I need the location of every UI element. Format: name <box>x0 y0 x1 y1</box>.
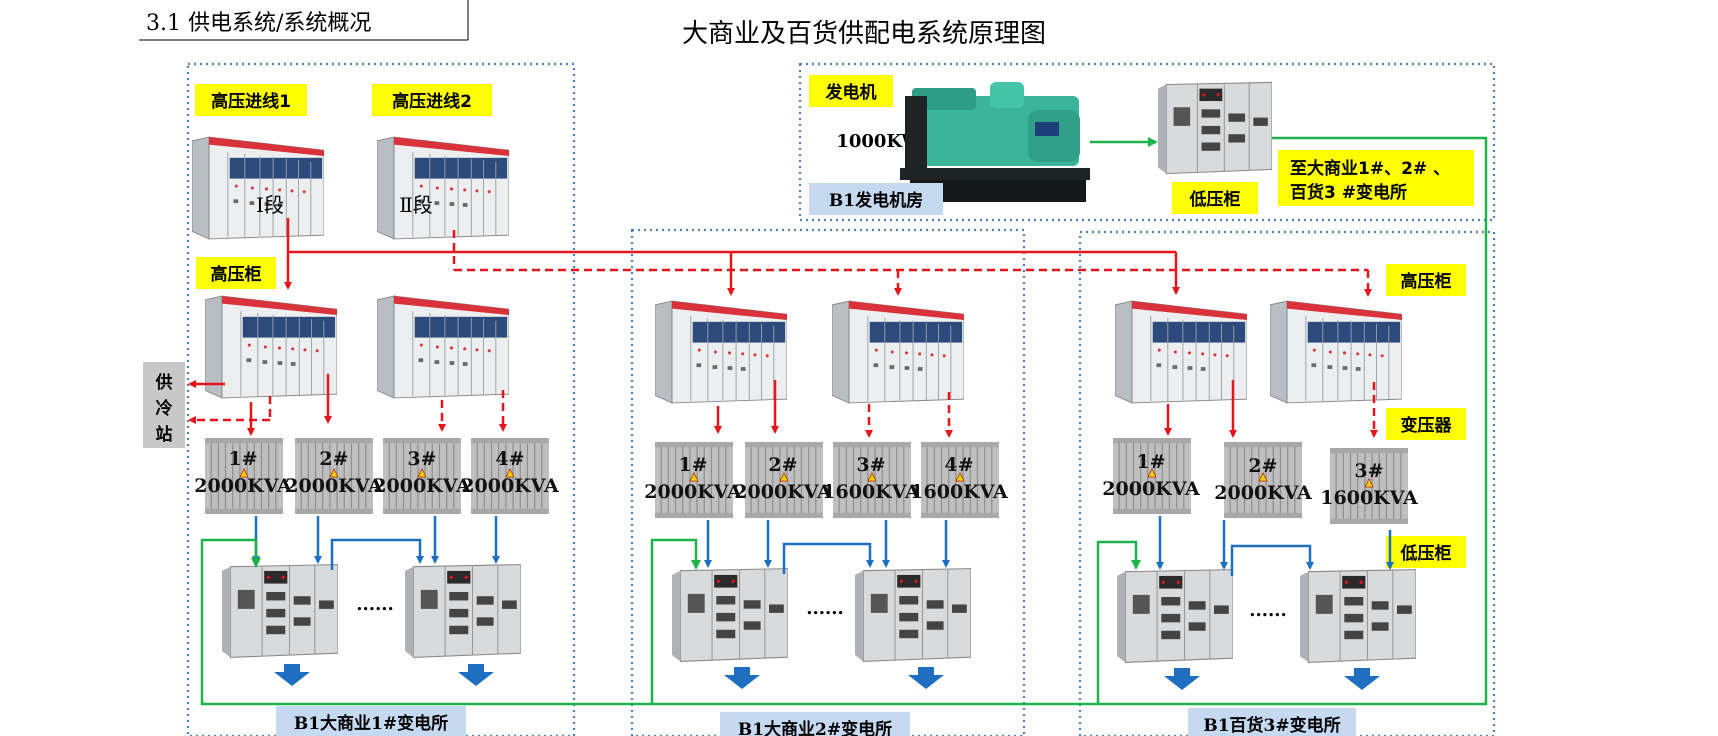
enclosure-gen <box>798 62 1496 222</box>
cooling-station-label-3: 站 <box>156 424 173 445</box>
transformer-number: 2# <box>1248 455 1277 477</box>
hv-cabinet-label: 高压柜 <box>211 264 262 285</box>
transformer-capacity: 2000KVA <box>734 481 832 503</box>
transformer-capacity: 2000KVA <box>1214 482 1312 504</box>
outgoing-arrow-icon <box>458 664 494 686</box>
transformer-capacity: 2000KVA <box>373 475 471 497</box>
generator-label: 发电机 <box>825 82 877 103</box>
generator-lv-label: 低压柜 <box>1189 189 1241 210</box>
sub1-ellipsis: ...... <box>356 594 394 615</box>
enclosure-sub1 <box>186 62 576 736</box>
sub2-ellipsis: ...... <box>806 598 844 619</box>
transformer-capacity: 2000KVA <box>644 481 742 503</box>
transformer-number: 3# <box>856 454 885 476</box>
outgoing-arrow-icon <box>908 667 944 689</box>
hv-incoming-1-label: 高压进线1 <box>211 91 291 112</box>
transformer-label-bg <box>1386 408 1466 440</box>
sub2-hv-cabinet-a <box>655 300 787 404</box>
sub1-label: B1大商业1#变电所 <box>294 713 448 734</box>
generator-room-label: B1发电机房 <box>829 190 923 211</box>
generator-lv-cabinet <box>1158 81 1272 175</box>
sub3-lv-cabinet-label-bg <box>1386 536 1466 568</box>
generator-room-label-bg <box>809 183 943 215</box>
sub2-label: B1大商业2#变电所 <box>738 719 892 736</box>
section-heading: 3.1 供电系统/系统概况 <box>146 11 371 36</box>
generator-feeder-lines <box>200 136 1488 706</box>
sub3-label: B1百货3#变电所 <box>1203 715 1340 736</box>
transformer-number: 1# <box>1136 451 1165 473</box>
sub3-lv-cabinet-a <box>1117 569 1233 663</box>
transformer-icon <box>1113 437 1191 515</box>
hv-incoming-2-label: 高压进线2 <box>392 91 472 112</box>
sub1-hv-cabinet-a <box>205 295 337 399</box>
transformer-number: 1# <box>678 454 707 476</box>
generator-lv-label-bg <box>1172 182 1258 214</box>
hv-incoming-2-label-bg <box>372 84 492 116</box>
sub2-hv-cabinet-b <box>832 300 964 404</box>
sub1-hv-cabinet-b <box>377 295 509 399</box>
transformer-number: 4# <box>495 448 524 470</box>
sub3-ellipsis: ...... <box>1249 600 1287 621</box>
transformer-capacity: 2000KVA <box>285 475 383 497</box>
transformer-capacity: 2000KVA <box>461 475 559 497</box>
to-substations-line-2: 百货3 #变电所 <box>1290 182 1407 203</box>
sub1-lv-cabinet-a <box>222 564 338 658</box>
transformer-capacity: 2000KVA <box>1102 478 1200 500</box>
sub3-transformers: 1# 2000KVA 2# 2000KVA 3# 1600KVA <box>1102 437 1418 525</box>
enclosure-sub3 <box>1078 230 1496 736</box>
sub2-lv-cabinet-b <box>855 568 971 662</box>
outgoing-arrow-icon <box>724 667 760 689</box>
transformer-label: 变压器 <box>1401 415 1453 436</box>
hv-incoming-cabinet-2 <box>377 136 509 240</box>
sub3-lv-cabinet-label: 低压柜 <box>1400 543 1452 564</box>
sub3-lv-cabinet-b <box>1300 569 1416 663</box>
transformer-capacity: 2000KVA <box>194 475 292 497</box>
transformer-number: 4# <box>944 454 973 476</box>
cooling-station-box <box>143 362 185 448</box>
outgoing-arrow-icon <box>1164 668 1200 690</box>
transformer-number: 1# <box>228 448 257 470</box>
transformer-number: 3# <box>407 448 436 470</box>
sub3-hv-cabinet-label-bg <box>1386 264 1466 296</box>
cooling-station-label-2: 冷 <box>156 398 173 419</box>
transformer-capacity: 1600KVA <box>822 481 920 503</box>
generator-power: 1000KW <box>836 131 922 152</box>
transformer-icon <box>1224 441 1302 519</box>
sub3-label-bg <box>1188 708 1356 736</box>
segment-1-label: Ⅰ段 <box>256 193 284 217</box>
generator-label-bg <box>809 75 893 107</box>
transformer-capacity: 1600KVA <box>1320 487 1418 509</box>
hv-incoming-cabinet-1 <box>192 136 324 240</box>
transformer-number: 2# <box>768 454 797 476</box>
enclosure-sub2 <box>630 228 1026 736</box>
diagram-title: 大商业及百货供配电系统原理图 <box>682 19 1046 49</box>
transformer-capacity: 1600KVA <box>910 481 1008 503</box>
to-substations-label-bg <box>1278 150 1474 206</box>
sub2-lv-cabinet-a <box>672 568 788 662</box>
enclosures <box>186 62 1496 736</box>
generator-icon <box>900 82 1090 202</box>
hv-feeder-solid <box>188 218 1237 438</box>
hv-feeder-dashed <box>188 230 1378 438</box>
transformer-number: 2# <box>319 448 348 470</box>
outgoing-arrow-icon <box>1344 668 1380 690</box>
hv-cabinet-label-bg <box>196 257 276 289</box>
sub3-hv-cabinet-b <box>1270 300 1402 404</box>
sub3-hv-cabinet-label: 高压柜 <box>1401 271 1452 292</box>
sub1-lv-cabinet-b <box>405 564 521 658</box>
sub1-transformers: 1# 2000KVA 2# 2000KVA 3# 2000KVA 4# 2000… <box>194 437 559 515</box>
sub3-hv-cabinet-a <box>1115 300 1247 404</box>
segment-2-label: Ⅱ段 <box>399 193 433 217</box>
sub1-label-bg <box>276 706 466 736</box>
lv-feeder-lines <box>252 516 1394 576</box>
cooling-station-label-1: 供 <box>155 372 173 393</box>
hv-incoming-1-label-bg <box>195 84 307 116</box>
sub2-transformers: 1# 2000KVA 2# 2000KVA 3# 1600KVA 4# 1600… <box>644 441 1008 519</box>
sub2-label-bg <box>720 712 910 736</box>
outgoing-arrow-icon <box>274 664 310 686</box>
to-substations-line-1: 至大商业1#、2# 、 <box>1290 158 1450 179</box>
transformer-number: 3# <box>1354 460 1383 482</box>
